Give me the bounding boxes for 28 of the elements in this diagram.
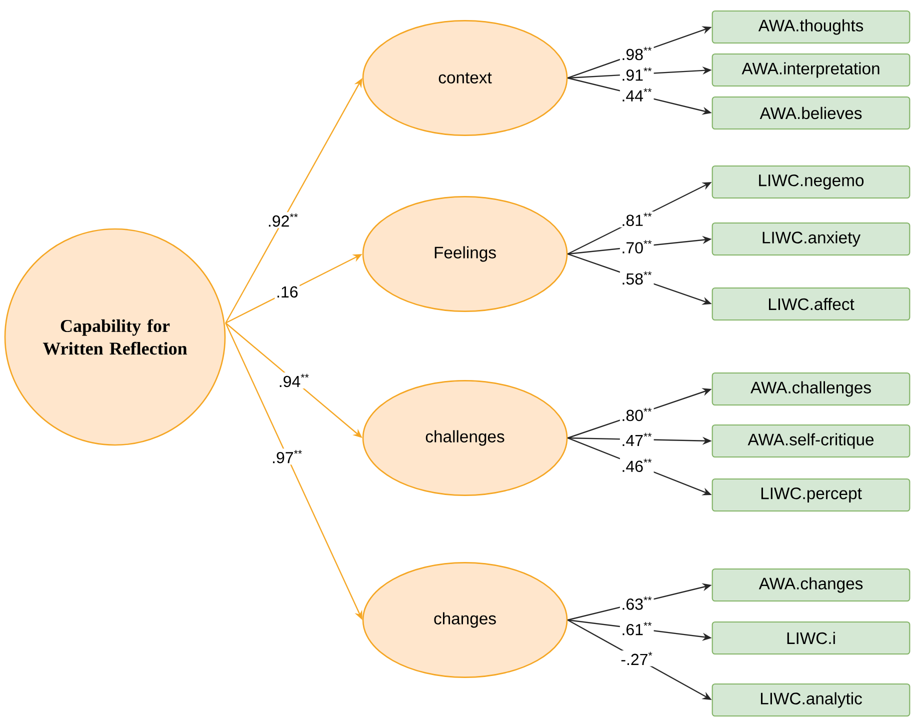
edge-label: .92$^{**}$ [266,212,300,228]
indicator-box: AWA.changes [712,568,910,602]
edge-label: .58$^{**}$ [620,270,654,286]
indicator-box: AWA.believes [712,96,910,130]
edge-label: .44$^{**}$ [620,86,654,103]
edge-label: .70$^{**}$ [620,238,654,255]
edge-label: .16 [274,284,300,299]
edge-label: .94$^{**}$ [277,372,311,388]
indicator-box: LIWC.analytic [712,683,910,717]
edge-label: .61$^{**}$ [620,620,654,637]
edge-label: .97$^{**}$ [270,448,304,465]
indicator-box: LIWC.anxiety [712,222,910,256]
indicator-box: LIWC.affect [712,287,910,321]
edge-label: .98$^{**}$ [620,46,654,62]
indicator-box: LIWC.percept [712,478,910,512]
indicator-box: AWA.self-critique [712,424,910,458]
indicator-box: AWA.challenges [712,372,910,406]
edge-label: .47$^{**}$ [620,432,654,448]
edge-label: .81$^{**}$ [620,211,654,228]
indicator-box: AWA.thoughts [712,10,910,44]
edge-label: .91$^{**}$ [620,66,654,82]
indicator-box: LIWC.negemo [712,165,910,199]
edge-label: .63$^{**}$ [620,595,654,612]
edge-label: -.27$^{*}$ [619,650,654,666]
indicator-box: LIWC.i [712,621,910,655]
edge-label: .46$^{**}$ [620,457,654,474]
indicator-box: AWA.interpretation [712,53,910,87]
edge-label: .80$^{**}$ [620,406,654,422]
